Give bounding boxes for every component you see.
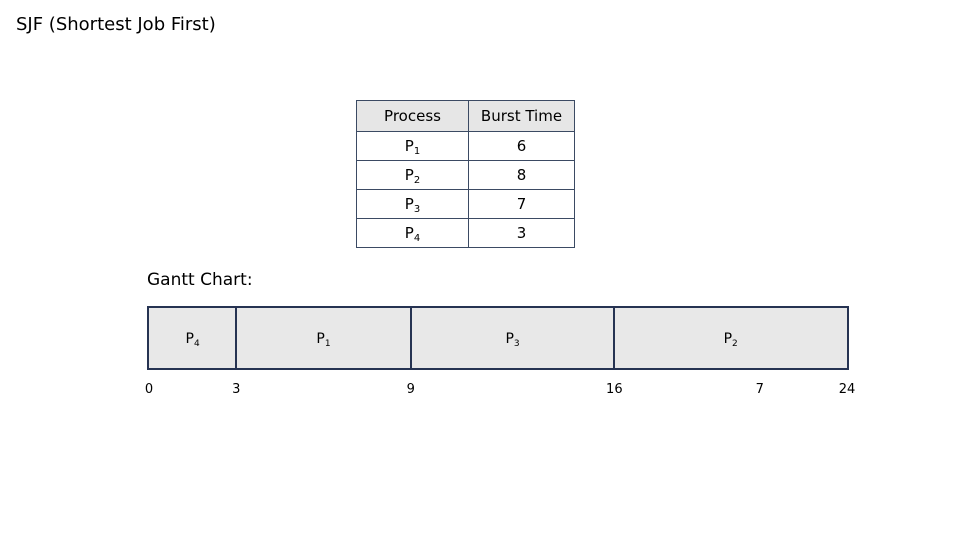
burst-cell: 3 xyxy=(468,218,575,248)
burst-cell: 8 xyxy=(468,160,575,190)
process-cell: P3 xyxy=(356,189,469,219)
process-cell: P4 xyxy=(356,218,469,248)
header-process: Process xyxy=(356,100,469,132)
segment-process-name: P xyxy=(505,331,514,347)
gantt-tick-label: 7 xyxy=(755,382,764,397)
process-name: P xyxy=(404,195,414,213)
segment-process-index: 1 xyxy=(324,339,331,349)
gantt-tick-label: 9 xyxy=(406,382,415,397)
gantt-tick-label: 3 xyxy=(232,382,241,397)
table-header-row: Process Burst Time xyxy=(356,100,575,132)
table-row: P3 7 xyxy=(356,189,575,219)
gantt-segment-label: P4 xyxy=(185,331,200,349)
segment-process-name: P xyxy=(185,331,194,347)
process-cell: P1 xyxy=(356,131,469,161)
gantt-divider xyxy=(235,308,238,368)
gantt-chart-label: Gantt Chart: xyxy=(147,270,253,290)
process-name: P xyxy=(404,137,414,155)
table-row: P1 6 xyxy=(356,131,575,161)
gantt-divider xyxy=(409,308,412,368)
gantt-segment-label: P1 xyxy=(316,331,331,349)
process-name: P xyxy=(404,166,414,184)
gantt-segment-label: P3 xyxy=(505,331,520,349)
segment-process-name: P xyxy=(723,331,733,347)
gantt-segment-label: P2 xyxy=(723,331,738,349)
process-name: P xyxy=(404,224,414,242)
segment-process-name: P xyxy=(316,331,325,347)
process-index: 2 xyxy=(413,175,421,186)
table-row: P4 3 xyxy=(356,218,575,248)
gantt-tick-label: 24 xyxy=(838,382,856,397)
burst-cell: 7 xyxy=(468,189,575,219)
segment-process-index: 2 xyxy=(732,339,738,349)
process-cell: P2 xyxy=(356,160,469,190)
segment-process-index: 3 xyxy=(513,339,520,349)
process-index: 4 xyxy=(413,233,421,244)
burst-cell: 6 xyxy=(468,131,575,161)
process-index: 3 xyxy=(413,204,421,215)
gantt-divider xyxy=(613,308,616,368)
burst-time-table: Process Burst Time P1 6 P2 8 P3 7 P4 3 xyxy=(356,100,575,248)
table-row: P2 8 xyxy=(356,160,575,190)
page-title: SJF (Shortest Job First) xyxy=(16,14,216,35)
process-index: 1 xyxy=(413,146,421,157)
gantt-tick-label: 16 xyxy=(606,382,623,397)
segment-process-index: 4 xyxy=(193,339,200,349)
gantt-tick-label: 0 xyxy=(144,382,154,397)
header-burst-time: Burst Time xyxy=(468,100,575,132)
